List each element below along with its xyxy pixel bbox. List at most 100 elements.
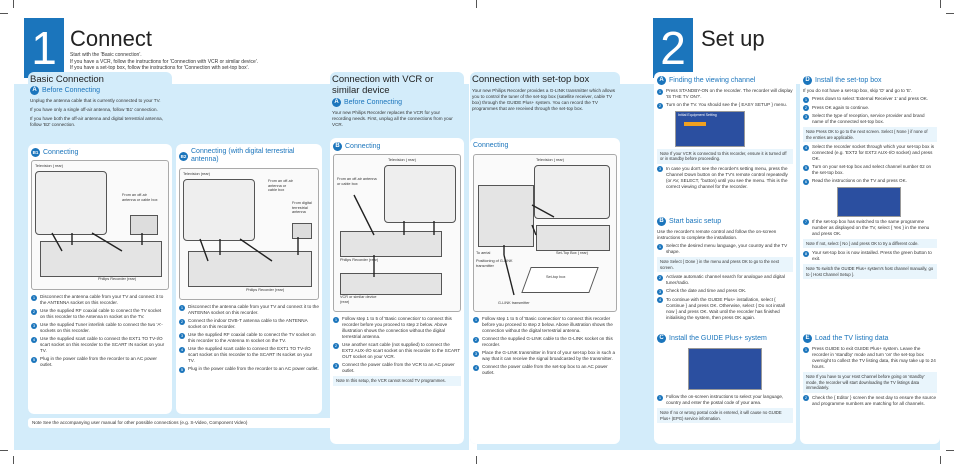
- crop-mark: [476, 0, 477, 8]
- step-text: Turn on your set-top box and select chan…: [812, 164, 932, 175]
- step-text: Read the instructions on the TV and pres…: [812, 178, 907, 183]
- step-text: Disconnect the antenna cable from your T…: [188, 304, 319, 315]
- subsection-title: Start basic setup: [669, 217, 722, 225]
- step-text: Press OK again to continue.: [812, 104, 870, 110]
- antenna-label: From an off-air antenna or cable box: [337, 177, 377, 186]
- step-text: Connect the power cable from the VCR to …: [342, 362, 455, 373]
- basic-note: Note See the accompanying user manual fo…: [28, 418, 456, 428]
- recorder-rear-drawing: [340, 231, 442, 257]
- crop-mark: [13, 456, 14, 464]
- step-badge: A: [657, 76, 666, 85]
- quick-start-sheet: 1 Connect Start with the 'Basic connecti…: [14, 14, 940, 450]
- stb-rear-drawing: [536, 225, 610, 251]
- basic-title: Basic Connection: [30, 74, 104, 85]
- step-text: To continue with the GUIDE Plus+ install…: [666, 296, 785, 320]
- cable-lines: [199, 237, 299, 262]
- to-aerial-label: To aerial: [476, 251, 491, 255]
- antenna-icon: [130, 215, 158, 235]
- vcr-before-text: Your new Philips Recorder replaces the V…: [332, 110, 453, 127]
- subsection-title: Install the GUIDE Plus+ system: [669, 334, 767, 342]
- b2-connection-diagram: Television (rear) From an off-air antenn…: [179, 168, 319, 300]
- step-badge: B: [333, 142, 342, 151]
- connect-intro: Start with the 'Basic connection'. If yo…: [70, 52, 320, 72]
- step-text: In case you don't see the recorder's set…: [666, 165, 788, 189]
- e-heading: E Load the TV listing data: [803, 334, 888, 343]
- step-text: Select the recorder socket through which…: [812, 144, 935, 161]
- vcr-before-heading: A Before Connecting: [332, 98, 402, 107]
- step-text: Connect the power cable from the set-top…: [482, 364, 608, 375]
- step-badge: B: [657, 217, 666, 226]
- b2-heading: B2 Connecting (with digital terrestrial …: [179, 148, 319, 164]
- recorder-label: Philips Recorder (rear): [340, 258, 379, 262]
- setup-column-2: D Install the set-top box If you do not …: [800, 72, 940, 444]
- vcr-connecting-box: B Connecting Television ( rear) From an …: [330, 138, 464, 444]
- tv-rear-drawing: [534, 165, 610, 219]
- vcr-connection: Connection with VCR or similar device A …: [330, 72, 464, 444]
- recorder-rear-drawing: [188, 251, 312, 287]
- crop-mark: [0, 450, 8, 451]
- step-text: Use the supplied Tuner interlink cable t…: [40, 322, 163, 333]
- step-text: Use the supplied scart cable to connect …: [40, 336, 165, 353]
- step-text: Activate automatic channel search for an…: [666, 274, 786, 285]
- step-text: Your set-top box is now installed. Press…: [812, 250, 932, 261]
- step-text: Press GUIDE to exit GUIDE Plus+ system. …: [812, 346, 936, 369]
- crop-mark: [13, 0, 14, 8]
- step-text: Use the supplied RF coaxial cable to con…: [40, 308, 162, 319]
- step-text: Check the { Editor } screen the next day…: [812, 394, 937, 406]
- step-text: Follow the on-screen instructions to sel…: [666, 394, 784, 405]
- b1-heading: B1 Connecting: [31, 148, 78, 157]
- recorder-label: Philips Recorder (rear): [98, 277, 137, 281]
- stb-intro: Your new Philips Recorder provides a G-L…: [472, 88, 616, 111]
- tv-rear-drawing: [183, 179, 255, 241]
- stb-connection-diagram: Television ( rear) To aerial Set-Top Box…: [473, 154, 617, 312]
- before-connecting-text: Unplug the antenna cable that is current…: [30, 98, 168, 128]
- intro-line: If you have a VCR, follow the instructio…: [70, 58, 259, 65]
- basic-connection: Basic Connection A Before Connecting Unp…: [28, 72, 172, 414]
- digital-antenna-label: From digital terrestrial antenna: [292, 201, 312, 215]
- guide-plus-screen: [688, 348, 762, 390]
- tv-label: Television ( rear): [35, 164, 64, 168]
- step-text: Use the supplied RF coaxial cable to con…: [188, 332, 316, 343]
- e-note: Note If you have to your Host Channel be…: [803, 372, 937, 393]
- a-note: Note If your VCR is connected to this re…: [657, 148, 793, 164]
- subsection-title: Install the set-top box: [815, 76, 882, 84]
- step-text: Connect the indoor DVB-T antenna cable t…: [188, 318, 308, 329]
- subsection-title: Connecting: [473, 142, 509, 149]
- antenna-icon: [292, 223, 312, 239]
- step-text: Use another scart cable (not supplied) t…: [342, 342, 461, 359]
- tv-rear-drawing: [384, 165, 456, 223]
- d-intro: If you do not have a set-top box, skip '…: [803, 88, 913, 93]
- vcr-title: Connection with VCR or similar device: [332, 74, 434, 96]
- stb-rear-label: Set-Top Box ( rear): [556, 251, 589, 255]
- before-connecting-heading: A Before Connecting: [30, 86, 100, 95]
- vcr-rear-drawing: [340, 273, 442, 295]
- step-text: Check the date and time and press OK.: [666, 288, 747, 293]
- step-badge: D: [803, 76, 812, 85]
- section-number: 1: [24, 18, 64, 78]
- crop-mark: [940, 0, 941, 8]
- step-badge: C: [657, 334, 666, 343]
- b-heading: B Start basic setup: [657, 217, 721, 226]
